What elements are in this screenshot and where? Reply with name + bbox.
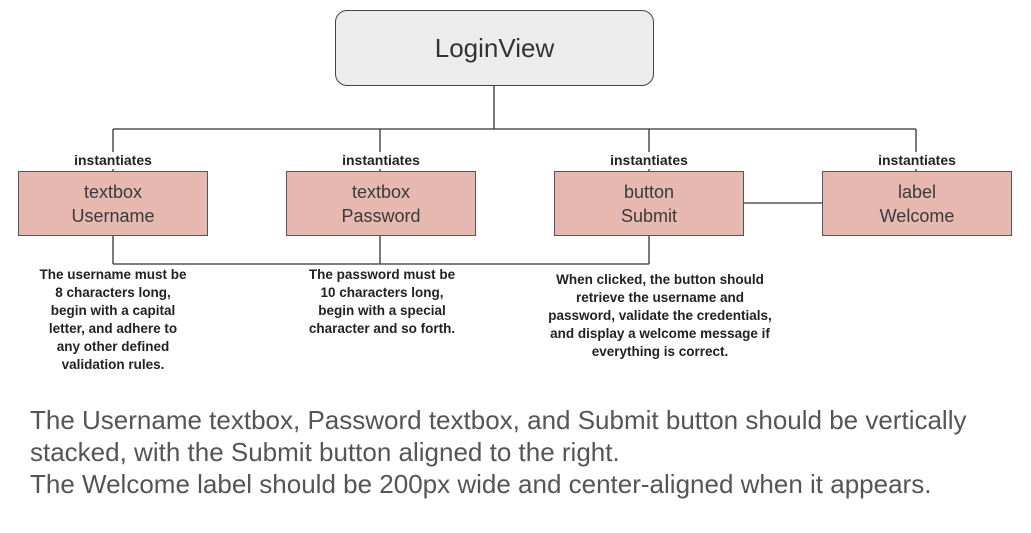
layout-requirements-caption: The Username textbox, Password textbox, … bbox=[30, 404, 1020, 500]
username-textbox-node: textbox Username bbox=[18, 171, 208, 236]
note-line: The username must be bbox=[39, 267, 187, 282]
node-name: Username bbox=[71, 205, 155, 226]
note-line: password, validate the credentials, bbox=[548, 308, 772, 323]
note-line: everything is correct. bbox=[591, 344, 729, 359]
loginview-label: LoginView bbox=[434, 32, 555, 63]
note-line: 10 characters long, bbox=[320, 285, 444, 300]
note-line: begin with a special bbox=[318, 303, 446, 318]
note-line: begin with a capital bbox=[50, 303, 176, 318]
password-textbox-node: textbox Password bbox=[286, 171, 476, 236]
note-line: retrieve the username and bbox=[575, 290, 745, 305]
submit-button-node: button Submit bbox=[554, 171, 744, 236]
edge-label-password: instantiates bbox=[311, 152, 451, 169]
caption-line: stacked, with the Submit button aligned … bbox=[30, 437, 620, 467]
welcome-label-node: label Welcome bbox=[822, 171, 1012, 236]
edge-label-username: instantiates bbox=[43, 152, 183, 169]
node-name: Submit bbox=[620, 205, 678, 226]
node-type: textbox bbox=[351, 181, 411, 202]
edge-label-welcome: instantiates bbox=[847, 152, 987, 169]
node-name: Welcome bbox=[879, 205, 955, 226]
node-type: textbox bbox=[83, 181, 143, 202]
note-line: letter, and adhere to bbox=[48, 321, 178, 336]
note-line: character and so forth. bbox=[308, 321, 456, 336]
node-type: label bbox=[897, 181, 937, 202]
edge-label-submit: instantiates bbox=[579, 152, 719, 169]
note-line: validation rules. bbox=[61, 357, 165, 372]
note-line: any other defined bbox=[56, 339, 170, 354]
node-name: Password bbox=[341, 205, 421, 226]
note-line: and display a welcome message if bbox=[550, 326, 770, 341]
caption-line: The Username textbox, Password textbox, … bbox=[30, 405, 967, 435]
node-type: button bbox=[623, 181, 675, 202]
password-note: The password must be 10 characters long,… bbox=[282, 266, 482, 338]
submit-note: When clicked, the button should retrieve… bbox=[525, 271, 795, 361]
note-line: When clicked, the button should bbox=[556, 272, 764, 287]
note-line: 8 characters long, bbox=[55, 285, 171, 300]
loginview-node: LoginView bbox=[335, 10, 654, 86]
caption-line: The Welcome label should be 200px wide a… bbox=[30, 469, 932, 499]
username-note: The username must be 8 characters long, … bbox=[13, 266, 213, 374]
note-line: The password must be bbox=[308, 267, 456, 282]
